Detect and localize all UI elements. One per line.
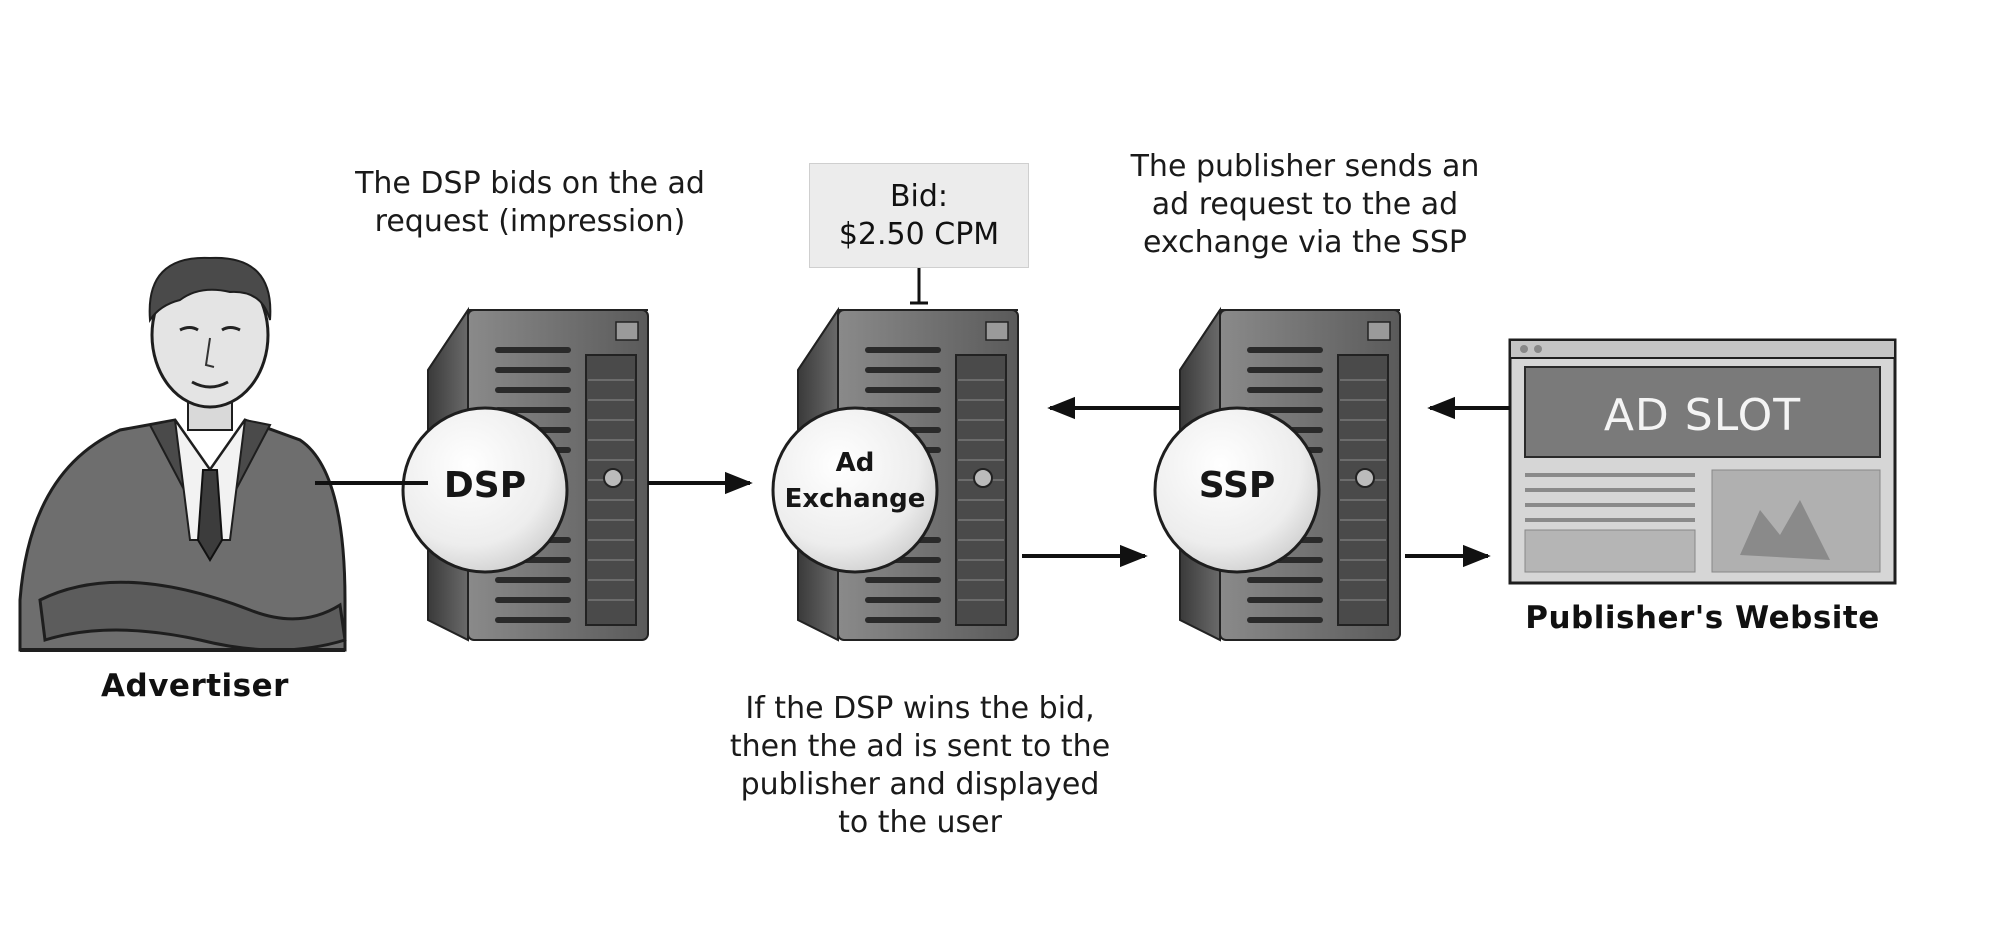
ad-slot-label: AD SLOT [1603,390,1802,441]
advertiser-label: Advertiser [101,668,289,704]
bid-label: Bid: [889,179,949,214]
caption-line: The DSP bids on the ad [355,166,705,201]
ad-exchange-node-label: Ad Exchange [775,445,935,517]
caption-publisher-request: The publisher sends an ad request to the… [1105,148,1505,262]
dsp-node-label: DSP [443,465,527,506]
ssp-server [1153,310,1400,640]
bid-box: Bid: $2.50 CPM [809,163,1029,268]
ad-exchange-line2: Exchange [784,484,926,514]
dsp-server [401,310,648,640]
caption-line: then the ad is sent to the [729,729,1111,764]
ad-exchange-server [771,310,1018,640]
caption-dsp-wins: If the DSP wins the bid, then the ad is … [715,690,1125,842]
caption-dsp-bid: The DSP bids on the ad request (impressi… [330,165,730,241]
caption-line: exchange via the SSP [1142,225,1468,260]
caption-line: request (impression) [374,204,686,239]
caption-line: to the user [838,805,1002,840]
ssp-node-label: SSP [1198,465,1276,506]
caption-line: If the DSP wins the bid, [745,691,1095,726]
publisher-website [1508,338,1897,585]
flow-arrows [315,396,1510,568]
caption-line: The publisher sends an [1130,149,1480,184]
ad-exchange-line1: Ad [835,448,875,478]
caption-line: publisher and displayed [740,767,1100,802]
bid-amount: $2.50 CPM [838,217,1000,252]
publisher-website-label: Publisher's Website [1525,600,1880,636]
advertiser-figure [18,256,347,652]
caption-line: ad request to the ad [1151,187,1459,222]
